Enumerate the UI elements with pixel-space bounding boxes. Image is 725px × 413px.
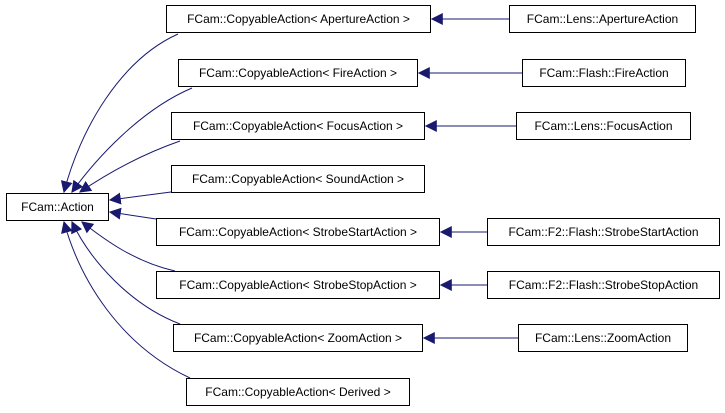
node-label: FCam::Lens::ApertureAction — [526, 12, 679, 26]
edge-fire-to-action — [71, 87, 193, 193]
node-copyable-strobe-stop-action[interactable]: FCam::CopyableAction< StrobeStopAction > — [156, 271, 440, 299]
node-label: FCam::F2::Flash::StrobeStopAction — [508, 278, 699, 292]
node-label: FCam::CopyableAction< ZoomAction > — [193, 331, 403, 345]
edge-focus-to-action — [79, 140, 181, 193]
node-copyable-derived[interactable]: FCam::CopyableAction< Derived > — [186, 378, 410, 406]
node-label: FCam::Lens::ZoomAction — [534, 331, 672, 345]
node-flash-fire-action[interactable]: FCam::Flash::FireAction — [522, 59, 686, 87]
node-label: FCam::CopyableAction< ApertureAction > — [187, 12, 410, 26]
node-label: FCam::CopyableAction< FireAction > — [198, 66, 398, 80]
node-f2-flash-strobe-stop-action[interactable]: FCam::F2::Flash::StrobeStopAction — [487, 271, 720, 299]
node-label: FCam::CopyableAction< StrobeStartAction … — [178, 225, 418, 239]
node-label: FCam::CopyableAction< FocusAction > — [192, 119, 404, 133]
node-copyable-aperture-action[interactable]: FCam::CopyableAction< ApertureAction > — [166, 5, 431, 33]
node-lens-aperture-action[interactable]: FCam::Lens::ApertureAction — [509, 5, 696, 33]
node-label: FCam::Lens::FocusAction — [534, 119, 673, 133]
edge-derived-to-action — [61, 220, 191, 379]
node-label: FCam::Flash::FireAction — [539, 66, 669, 80]
node-copyable-strobe-start-action[interactable]: FCam::CopyableAction< StrobeStartAction … — [156, 218, 440, 246]
node-copyable-focus-action[interactable]: FCam::CopyableAction< FocusAction > — [171, 112, 425, 140]
node-label: FCam::Action — [21, 200, 94, 214]
edge-aperture-to-action — [60, 33, 179, 194]
node-label: FCam::CopyableAction< SoundAction > — [191, 172, 405, 186]
node-label: FCam::F2::Flash::StrobeStartAction — [508, 225, 699, 239]
node-lens-focus-action[interactable]: FCam::Lens::FocusAction — [516, 112, 691, 140]
node-label: FCam::CopyableAction< Derived > — [205, 385, 391, 399]
node-lens-zoom-action[interactable]: FCam::Lens::ZoomAction — [518, 324, 688, 352]
node-fcam-action[interactable]: FCam::Action — [6, 193, 109, 221]
node-copyable-sound-action[interactable]: FCam::CopyableAction< SoundAction > — [171, 165, 425, 193]
edge-strobestop-to-action — [81, 221, 176, 272]
node-f2-flash-strobe-start-action[interactable]: FCam::F2::Flash::StrobeStartAction — [487, 218, 720, 246]
node-copyable-fire-action[interactable]: FCam::CopyableAction< FireAction > — [178, 59, 418, 87]
node-copyable-zoom-action[interactable]: FCam::CopyableAction< ZoomAction > — [173, 324, 423, 352]
edge-zoom-to-action — [71, 220, 181, 325]
edge-strobestart-to-action — [108, 207, 157, 220]
node-label: FCam::CopyableAction< StrobeStopAction > — [179, 278, 417, 292]
edge-sound-to-action — [108, 191, 172, 205]
